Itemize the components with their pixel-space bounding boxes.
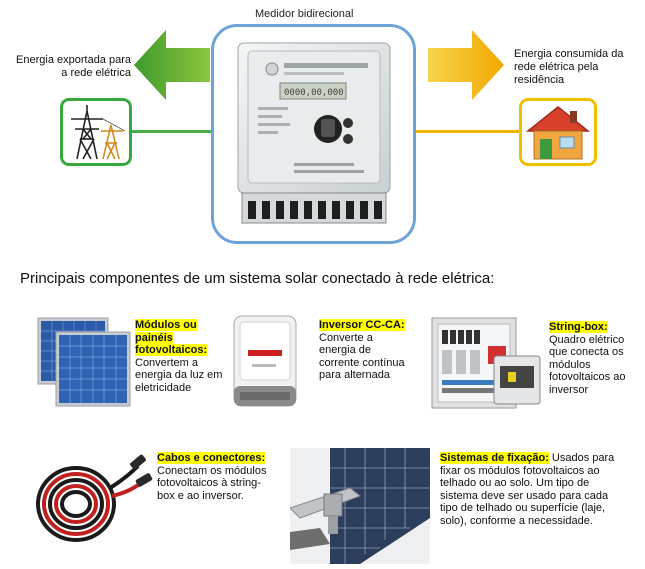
power-grid-box bbox=[60, 98, 132, 166]
fixacao-title: Sistemas de fixação: bbox=[440, 452, 549, 464]
string-box-description: String-box: Quadro elétrico que conecta … bbox=[549, 321, 641, 396]
right-arrow-icon bbox=[428, 30, 504, 100]
consumption-connector-line bbox=[415, 130, 560, 133]
meter-title: Medidor bidirecional bbox=[255, 8, 354, 20]
cable-icon bbox=[36, 454, 153, 542]
export-connector-line bbox=[96, 130, 214, 133]
modulos-title: Módulos ou painéis fotovoltaicos: bbox=[135, 319, 208, 356]
fixacao-desc: Usados para fixar os módulos fotovoltaic… bbox=[440, 452, 615, 527]
svg-text:0000,00,000: 0000,00,000 bbox=[284, 88, 344, 98]
left-arrow-icon bbox=[134, 30, 210, 100]
residence-box bbox=[519, 98, 597, 166]
cabos-description: Cabos e conectores: Conectam os módulos … bbox=[157, 452, 267, 502]
string-box-title: String-box: bbox=[549, 321, 608, 333]
string-box-desc: Quadro elétrico que conecta os módulos f… bbox=[549, 333, 626, 396]
solar-panel-icon bbox=[37, 317, 131, 407]
fixacao-description: Sistemas de fixação: Usados para fixar o… bbox=[440, 452, 620, 527]
modulos-description: Módulos ou painéis fotovoltaicos: Conver… bbox=[135, 319, 227, 394]
inversor-desc: Converte a energia de corrente contínua … bbox=[319, 331, 405, 382]
components-heading: Principais componentes de um sistema sol… bbox=[20, 270, 495, 287]
export-label: Energia exportada para a rede elétrica bbox=[16, 54, 131, 79]
cabos-desc: Conectam os módulos fotovoltaicos à stri… bbox=[157, 464, 267, 502]
consumption-label: Energia consumida da rede elétrica pela … bbox=[514, 48, 624, 86]
power-tower-icon bbox=[71, 105, 126, 160]
inverter-icon bbox=[233, 315, 297, 407]
meter-frame: 0000,00,000 bbox=[211, 24, 416, 244]
string-box-icon bbox=[431, 317, 541, 409]
inversor-title: Inversor CC-CA: bbox=[319, 319, 405, 331]
meter-icon: 0000,00,000 bbox=[237, 42, 391, 224]
cabos-title: Cabos e conectores: bbox=[157, 452, 266, 464]
house-icon bbox=[525, 106, 591, 160]
inversor-description: Inversor CC-CA: Converte a energia de co… bbox=[319, 319, 411, 382]
modulos-desc: Convertem a energia da luz em eletricida… bbox=[135, 356, 223, 394]
mounting-rail-icon bbox=[290, 448, 430, 564]
